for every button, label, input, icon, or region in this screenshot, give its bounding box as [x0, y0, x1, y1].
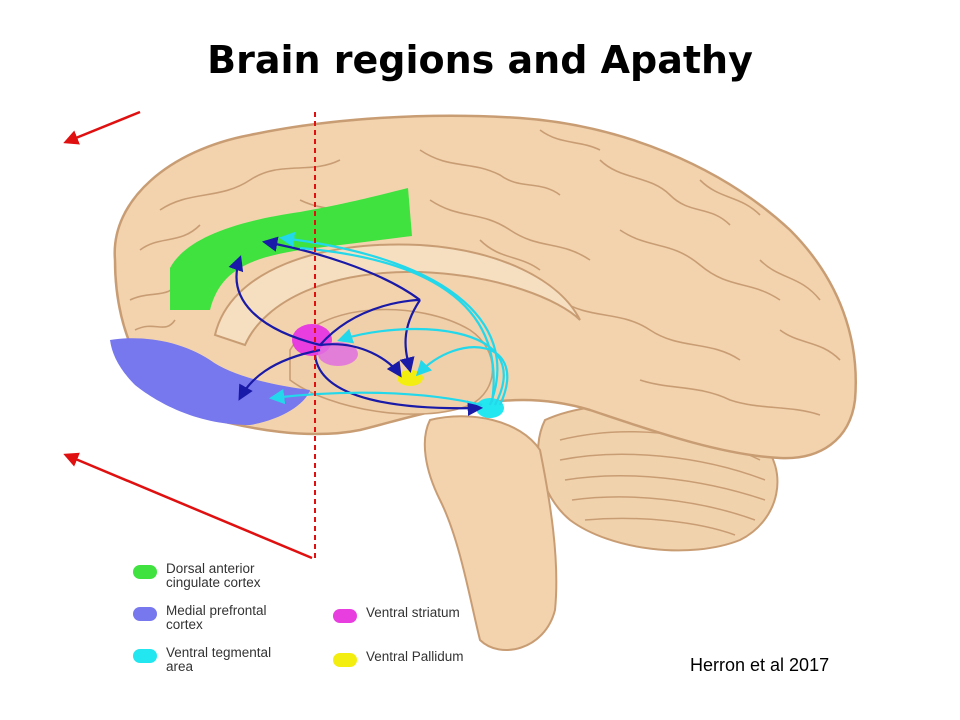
corpus-callosum: [213, 243, 581, 347]
vta-region: [476, 398, 504, 418]
legend-label-vta: Ventral tegmental area: [166, 645, 272, 674]
legend-item-ventral-pallidum: Ventral Pallidum: [333, 650, 516, 667]
legend-label-ventral-striatum: Ventral striatum: [366, 605, 460, 620]
legend-swatch-vta: [133, 649, 157, 663]
dacc-region: [170, 188, 412, 310]
brain-diagram: [63, 110, 857, 651]
brainstem: [423, 415, 558, 651]
legend-label-mpfc: Medial prefrontal cortex: [166, 603, 267, 632]
legend-swatch-ventral-pallidum: [333, 653, 357, 667]
legend-label-dacc: Dorsal anterior cingulate cortex: [166, 561, 261, 590]
legend-swatch-dacc: [133, 565, 157, 579]
light-pathways: [268, 231, 509, 407]
legend-item-mpfc: Medial prefrontal cortex: [133, 604, 316, 632]
slide-title: Brain regions and Apathy: [207, 38, 753, 82]
legend-item-dacc: Dorsal anterior cingulate cortex: [133, 562, 316, 590]
legend-item-vta: Ventral tegmental area: [133, 646, 316, 674]
red-arrow-bottom: [63, 452, 313, 560]
legend-swatch-ventral-striatum: [333, 609, 357, 623]
legend-swatch-mpfc: [133, 607, 157, 621]
citation: Herron et al 2017: [690, 655, 830, 675]
mpfc-region: [110, 338, 310, 425]
red-arrow-top: [63, 110, 141, 145]
gyri-folds: [129, 129, 841, 416]
legend-label-ventral-pallidum: Ventral Pallidum: [366, 649, 464, 664]
legend-item-ventral-striatum: Ventral striatum: [333, 606, 516, 623]
